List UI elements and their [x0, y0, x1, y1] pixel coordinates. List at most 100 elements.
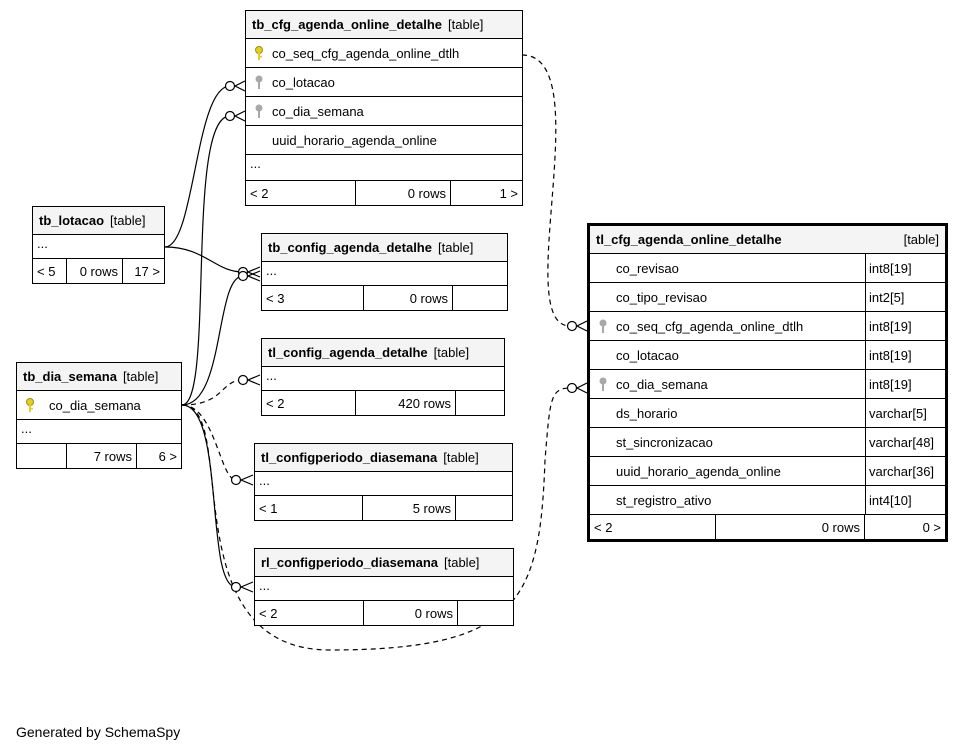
- crowfoot-marker: [239, 581, 254, 593]
- parents-count[interactable]: < 5: [33, 259, 67, 283]
- column-type: int8[19]: [865, 341, 945, 369]
- column-name: co_lotacao: [616, 347, 679, 363]
- table-tl-cfg-online[interactable]: tl_cfg_agenda_online_detalhe[table] co_r…: [587, 223, 948, 542]
- table-kind: [table]: [444, 555, 480, 570]
- parents-count[interactable]: < 1: [255, 496, 363, 520]
- more-columns: ...: [262, 262, 507, 286]
- foreign-key-icon: [590, 318, 616, 334]
- table-footer: < 5 0 rows 17 >: [33, 259, 164, 283]
- table-cfg-online[interactable]: tb_cfg_agenda_online_detalhe[table] co_s…: [245, 10, 523, 206]
- crowfoot-marker: [233, 80, 246, 92]
- children-count[interactable]: 0 >: [922, 519, 941, 535]
- table-footer: < 2 0 rows 1 >: [246, 181, 522, 205]
- table-header: rl_configperiodo_diasemana [table]: [255, 549, 513, 577]
- edge-dia-semana-cfg-online: [181, 115, 231, 406]
- table-name: tb_cfg_agenda_online_detalhe: [252, 17, 442, 32]
- children-count[interactable]: 17 >: [134, 263, 160, 279]
- table-name: tl_config_agenda_detalhe: [268, 345, 428, 360]
- table-config-detalhe[interactable]: tb_config_agenda_detalhe[table] ... < 3 …: [261, 233, 508, 311]
- crowfoot-marker: [246, 270, 261, 282]
- table-kind: [table]: [433, 345, 470, 360]
- column-name: co_lotacao: [272, 74, 335, 90]
- column-type: varchar[36]: [865, 457, 945, 485]
- children-count[interactable]: [453, 286, 507, 310]
- children-count[interactable]: [458, 601, 513, 625]
- table-kind: [table]: [443, 450, 479, 465]
- column-name: co_dia_semana: [49, 397, 141, 413]
- column-row[interactable]: st_registro_ativo int4[10]: [590, 486, 945, 515]
- parents-count[interactable]: < 2: [262, 391, 356, 415]
- column-row[interactable]: co_lotacao int8[19]: [590, 341, 945, 370]
- more-columns: ...: [33, 235, 164, 259]
- optional-marker: [237, 270, 249, 282]
- column-type: int4[10]: [865, 486, 945, 514]
- optional-marker: [237, 374, 249, 386]
- crowfoot-marker: [575, 320, 588, 332]
- column-row[interactable]: co_dia_semana: [246, 97, 522, 126]
- row-count: 0 rows: [356, 181, 451, 205]
- row-count: 5 rows: [363, 496, 456, 520]
- column-name: co_seq_cfg_agenda_online_dtlh: [616, 318, 804, 334]
- column-name: st_registro_ativo: [616, 492, 712, 508]
- parents-count[interactable]: < 3: [262, 286, 364, 310]
- children-count[interactable]: [456, 391, 504, 415]
- children-count[interactable]: 6 >: [158, 448, 177, 464]
- edge-dia-semana-tl-configperiodo: [181, 404, 237, 481]
- crowfoot-marker: [246, 374, 261, 386]
- row-count: 0 rows: [364, 286, 453, 310]
- crowfoot-marker: [246, 266, 261, 278]
- generated-by-credit[interactable]: Generated by SchemaSpy: [16, 724, 181, 740]
- children-count[interactable]: 1 >: [499, 185, 518, 201]
- primary-key-icon: [17, 397, 43, 413]
- column-type: varchar[48]: [865, 428, 945, 456]
- optional-marker: [230, 474, 242, 486]
- column-row[interactable]: st_sincronizacao varchar[48]: [590, 428, 945, 457]
- column-type: int2[5]: [865, 283, 945, 311]
- table-header: tl_configperiodo_diasemana[table]: [255, 444, 512, 472]
- table-rl-configperiodo[interactable]: rl_configperiodo_diasemana[table] ... < …: [254, 548, 514, 626]
- table-name: tl_cfg_agenda_online_detalhe: [596, 232, 782, 247]
- parents-count[interactable]: < 2: [246, 181, 356, 205]
- row-count: 0 rows: [67, 259, 123, 283]
- column-row[interactable]: co_lotacao: [246, 68, 522, 97]
- more-columns: ...: [255, 472, 512, 496]
- more-columns: ...: [262, 367, 504, 391]
- column-row[interactable]: co_seq_cfg_agenda_online_dtlh: [246, 39, 522, 68]
- column-type: int8[19]: [865, 370, 945, 398]
- table-lotacao[interactable]: tb_lotacao[table] ... < 5 0 rows 17 >: [32, 206, 165, 284]
- edge-cfg-online-tl-cfg-online: [521, 54, 571, 327]
- parents-count[interactable]: < 2: [255, 601, 364, 625]
- column-name: ds_horario: [616, 405, 678, 421]
- column-row[interactable]: uuid_horario_agenda_online: [246, 126, 522, 155]
- row-count: 0 rows: [364, 601, 458, 625]
- foreign-key-icon: [246, 74, 272, 90]
- column-name: uuid_horario_agenda_online: [272, 132, 437, 148]
- table-footer: < 1 5 rows: [255, 496, 512, 520]
- table-header: tb_config_agenda_detalhe[table]: [262, 234, 507, 262]
- table-tl-configperiodo[interactable]: tl_configperiodo_diasemana[table] ... < …: [254, 443, 513, 521]
- column-row[interactable]: co_dia_semana: [17, 391, 181, 420]
- children-count[interactable]: [456, 496, 512, 520]
- parents-count[interactable]: < 2: [590, 515, 716, 539]
- table-footer: < 2 0 rows: [255, 601, 513, 625]
- foreign-key-icon: [246, 103, 272, 119]
- row-count: 0 rows: [716, 515, 865, 539]
- column-name: co_seq_cfg_agenda_online_dtlh: [272, 45, 460, 61]
- table-dia-semana[interactable]: tb_dia_semana[table] co_dia_semana ... 7…: [16, 362, 182, 469]
- optional-marker: [224, 110, 236, 122]
- crowfoot-marker: [239, 474, 254, 486]
- table-name: rl_configperiodo_diasemana: [261, 555, 438, 570]
- table-tl-config-detalhe[interactable]: tl_config_agenda_detalhe[table] ... < 2 …: [261, 338, 505, 416]
- table-name: tb_config_agenda_detalhe: [268, 240, 432, 255]
- optional-marker: [566, 320, 578, 332]
- table-header: tb_dia_semana[table]: [17, 363, 181, 391]
- table-header: tl_cfg_agenda_online_detalhe[table]: [590, 226, 945, 254]
- column-name: st_sincronizacao: [616, 434, 713, 450]
- parents-count[interactable]: [17, 444, 67, 468]
